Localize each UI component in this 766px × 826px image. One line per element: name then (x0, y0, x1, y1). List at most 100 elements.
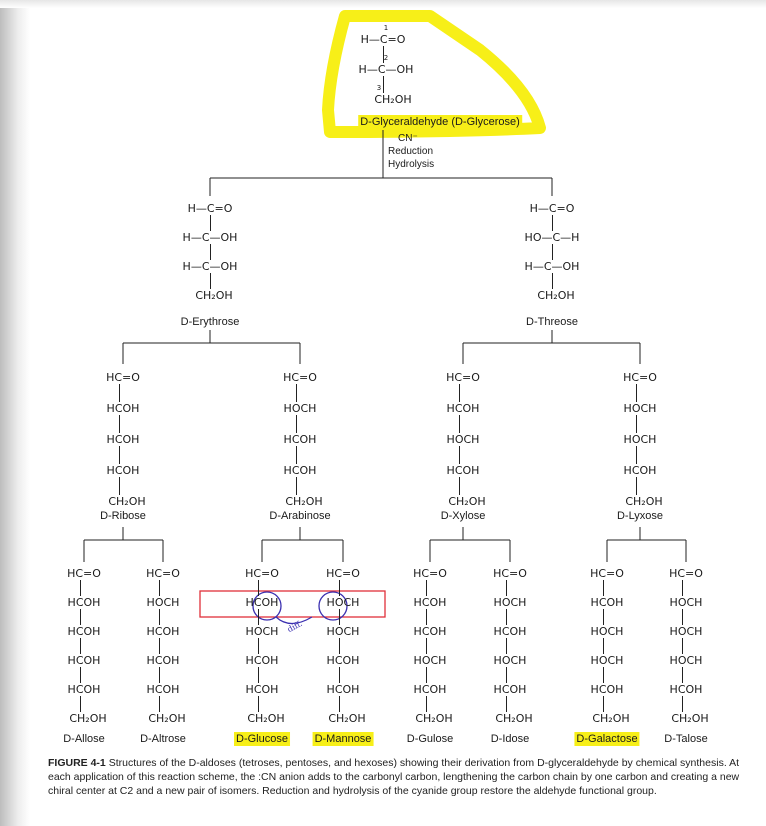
bond (603, 580, 604, 596)
d-lyxose-label: D-Lyxose (617, 510, 663, 522)
carbon-number-2: 2 (383, 54, 389, 62)
bond (159, 580, 160, 596)
d-xylose-label: D-Xylose (441, 510, 486, 522)
carbon-row: HCOH (590, 596, 624, 609)
carbon-row: HCOH (67, 683, 101, 696)
carbon-row: CH₂OH (592, 712, 630, 725)
carbon-row: HCOH (326, 683, 360, 696)
d-ribose-name: D-Ribose (100, 510, 146, 522)
bond (682, 609, 683, 625)
d-erythrose-label: D-Erythrose (181, 316, 240, 328)
bond (506, 609, 507, 625)
carbon-row: HCOH (67, 625, 101, 638)
bond (119, 384, 120, 402)
carbon-row: CH₂OH (537, 289, 575, 302)
carbon-row: HOCH (590, 654, 624, 667)
carbon-row: HCOH (146, 654, 180, 667)
bond (426, 696, 427, 712)
carbon-row: HO—C—H (524, 231, 580, 244)
glyceraldehyde-name: D-Glyceraldehyde (D-Glycerose) (358, 115, 522, 129)
carbon-row: HCOH (245, 596, 279, 609)
carbon-row: HC=O (245, 567, 279, 580)
carbon-row: HCOH (446, 402, 480, 415)
carbon-row: HOCH (283, 402, 317, 415)
bond (459, 446, 460, 464)
bond (459, 384, 460, 402)
carbon-row: HCOH (413, 596, 447, 609)
carbon-row: HCOH (106, 433, 140, 446)
bond (159, 609, 160, 625)
bond (339, 667, 340, 683)
carbon-row: HOCH (326, 625, 360, 638)
d-idose-name: D-Idose (490, 733, 530, 745)
carbon-row: H—C=O (529, 202, 575, 215)
bond (159, 638, 160, 654)
carbon-row: HCOH (146, 683, 180, 696)
bond (339, 580, 340, 596)
figure-number: FIGURE 4-1 (48, 757, 106, 769)
carbon-row: HCOH (283, 433, 317, 446)
d-threose-name: D-Threose (526, 316, 578, 328)
carbon-row: HC=O (106, 371, 140, 384)
carbon-row: HCOH (446, 464, 480, 477)
pen-connector (275, 616, 313, 625)
d-threose-label: D-Threose (526, 316, 578, 328)
bond (339, 638, 340, 654)
bond (80, 696, 81, 712)
d-xylose-name: D-Xylose (440, 510, 486, 522)
carbon-row: HOCH (326, 596, 360, 609)
bond (258, 609, 259, 625)
d-glucose-name: D-Glucose (234, 732, 290, 746)
d-arabinose-label: D-Arabinose (269, 510, 330, 522)
carbon-row: H—C=O (187, 202, 233, 215)
carbon-row: HCOH (623, 464, 657, 477)
bond (80, 638, 81, 654)
carbon-row: HOCH (146, 596, 180, 609)
carbon-row: HC=O (413, 567, 447, 580)
bond (296, 415, 297, 433)
bond (258, 667, 259, 683)
carbon-row: HCOH (326, 654, 360, 667)
bond (119, 415, 120, 433)
bond (296, 477, 297, 495)
carbon-row: CH₂OH (625, 495, 663, 508)
bond (682, 580, 683, 596)
carbon-row: CH₂OH (285, 495, 323, 508)
d-mannose-label: D-Mannose (312, 732, 374, 746)
carbon-row: HCOH (669, 683, 703, 696)
bond (296, 384, 297, 402)
carbon-row: HOCH (446, 433, 480, 446)
bond (459, 415, 460, 433)
carbon-row: HC=O (623, 371, 657, 384)
bond (119, 477, 120, 495)
d-galactose-name: D-Galactose (574, 732, 640, 746)
bond (603, 609, 604, 625)
carbon-row: HOCH (669, 654, 703, 667)
bond (603, 696, 604, 712)
carbon-row: HC=O (67, 567, 101, 580)
carbon-row: CH₂OH (328, 712, 366, 725)
carbon-row: CH₂OH (195, 289, 233, 302)
carbon-row: HC=O (446, 371, 480, 384)
pen-circle-glucose-c2 (252, 591, 282, 621)
bond (506, 696, 507, 712)
bond (682, 696, 683, 712)
carbon-row: HOCH (669, 625, 703, 638)
d-gulose-label: D-Gulose (407, 733, 453, 745)
bond (552, 215, 553, 231)
carbon-row: HOCH (245, 625, 279, 638)
d-altrose-name: D-Altrose (140, 733, 186, 745)
bond (506, 638, 507, 654)
carbon-row: H—C—OH (182, 231, 238, 244)
bond (210, 215, 211, 231)
figure-caption: FIGURE 4-1 Structures of the D-aldoses (… (48, 756, 758, 798)
c1-row: H—C=O (360, 33, 406, 46)
d-allose-name: D-Allose (63, 733, 105, 745)
carbon-row: CH₂OH (415, 712, 453, 725)
carbon-row: CH₂OH (671, 712, 709, 725)
carbon-row: HC=O (283, 371, 317, 384)
d-erythrose-name: D-Erythrose (180, 316, 240, 328)
carbon-row: H—C—OH (524, 260, 580, 273)
bond (80, 609, 81, 625)
carbon-row: HOCH (413, 654, 447, 667)
